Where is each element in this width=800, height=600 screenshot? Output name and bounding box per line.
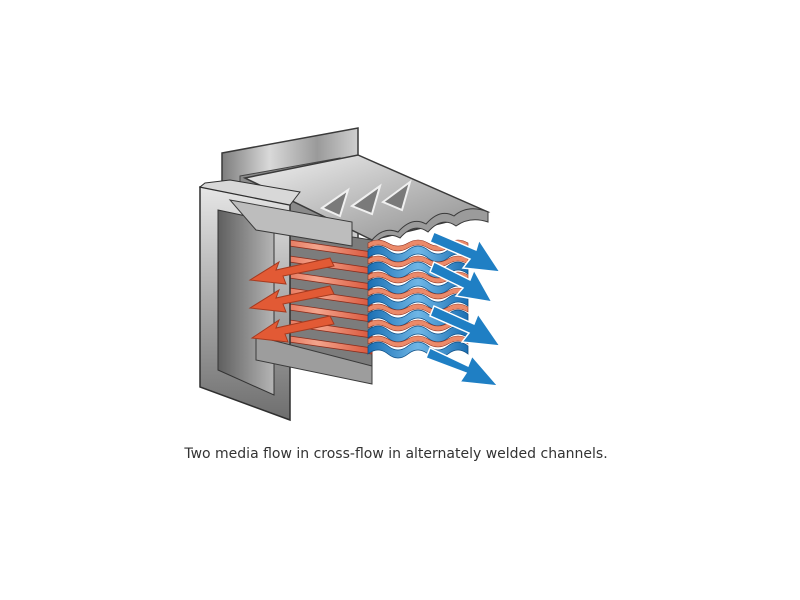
top-cover bbox=[242, 154, 491, 248]
blue-arrow-icon bbox=[425, 231, 502, 387]
figure-caption: Two media flow in cross-flow in alternat… bbox=[184, 446, 608, 462]
red-arrow-icon bbox=[248, 257, 335, 343]
front-frame bbox=[198, 179, 373, 422]
